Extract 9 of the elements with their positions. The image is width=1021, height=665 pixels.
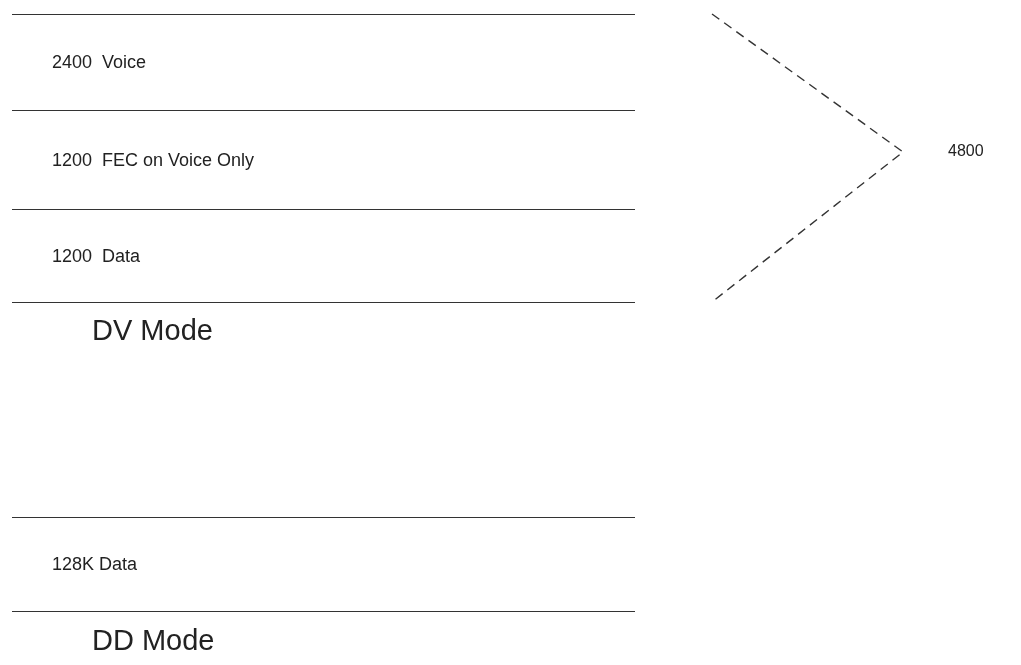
row-label: 1200 Data xyxy=(51,245,141,267)
table-row xyxy=(12,209,635,303)
mode-label: DV Mode xyxy=(92,314,213,347)
row-label: 1200 FEC on Voice Only xyxy=(51,149,255,171)
row-label: 2400 Voice xyxy=(51,52,147,73)
table-row xyxy=(12,517,635,612)
mode-label: DD Mode xyxy=(92,624,215,657)
rate-label: 4800 xyxy=(948,142,984,160)
row-label: 128K Data xyxy=(51,554,138,575)
